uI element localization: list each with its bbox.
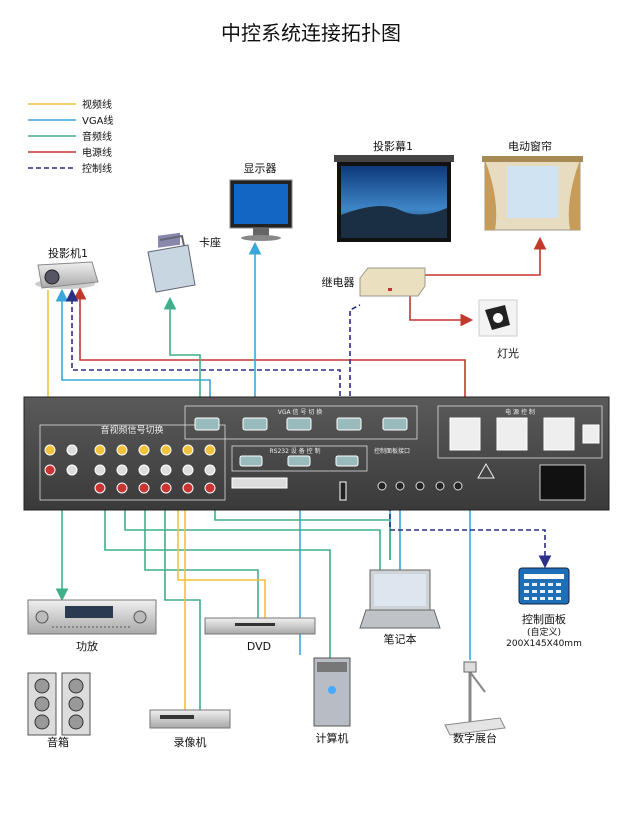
label-computer: 计算机 bbox=[316, 731, 349, 745]
rack-ctrl-panel-label: 控制面板接口 bbox=[374, 447, 410, 455]
rca-jacks bbox=[44, 444, 216, 494]
computer-tower-icon bbox=[313, 657, 351, 727]
legend-label-1: VGA线 bbox=[82, 114, 113, 127]
label-deck: 卡座 bbox=[199, 235, 221, 249]
speakers-icon bbox=[27, 672, 91, 736]
label-display: 显示器 bbox=[244, 162, 277, 175]
label-panel-size: 200X145X40mm bbox=[506, 639, 582, 649]
legend-label-2: 音频线 bbox=[82, 130, 112, 143]
projector-icon bbox=[35, 261, 99, 289]
label-dvd: DVD bbox=[247, 640, 271, 653]
amplifier-icon bbox=[27, 599, 157, 635]
card-deck-icon bbox=[147, 232, 196, 293]
control-panel-icon bbox=[518, 567, 570, 605]
vga-ports bbox=[194, 417, 408, 431]
legend-label-4: 控制线 bbox=[82, 162, 112, 175]
label-visualizer: 数字展台 bbox=[453, 731, 497, 745]
rack-power-label: 电 源 控 制 bbox=[505, 408, 535, 416]
spotlight-icon bbox=[478, 299, 518, 337]
label-light: 灯光 bbox=[497, 346, 519, 360]
label-speaker: 音箱 bbox=[47, 735, 69, 749]
legend-label-0: 视频线 bbox=[82, 98, 112, 111]
diagram-title: 中控系统连接拓扑图 bbox=[221, 21, 401, 45]
label-relay: 继电器 bbox=[322, 276, 355, 289]
label-laptop: 笔记本 bbox=[384, 632, 417, 646]
label-panel: 控制面板 bbox=[522, 612, 566, 626]
label-projector: 投影机1 bbox=[48, 246, 88, 260]
monitor-icon bbox=[229, 179, 293, 241]
dvd-player-icon bbox=[204, 617, 316, 635]
label-amp: 功放 bbox=[76, 639, 98, 653]
relay-icon bbox=[359, 267, 426, 297]
label-panel-sub: (自定义) bbox=[527, 626, 561, 638]
label-vcr: 录像机 bbox=[174, 735, 207, 749]
curtain-icon bbox=[482, 156, 583, 231]
label-curtain: 电动窗帘 bbox=[508, 139, 552, 153]
label-screen: 投影幕1 bbox=[373, 139, 413, 153]
projection-screen-icon bbox=[334, 155, 454, 242]
vcr-icon bbox=[149, 709, 231, 729]
document-camera-icon bbox=[444, 661, 506, 736]
legend-label-3: 电源线 bbox=[82, 146, 112, 159]
rack-rs232-label: RS232 设 备 控 制 bbox=[269, 447, 320, 455]
laptop-icon bbox=[359, 569, 441, 629]
control-host-rack: 音视频信号切换 VGA 信 号 切 bbox=[23, 396, 610, 511]
rack-vga-label: VGA 信 号 切 换 bbox=[278, 408, 323, 416]
rack-av-label: 音视频信号切换 bbox=[100, 424, 163, 436]
